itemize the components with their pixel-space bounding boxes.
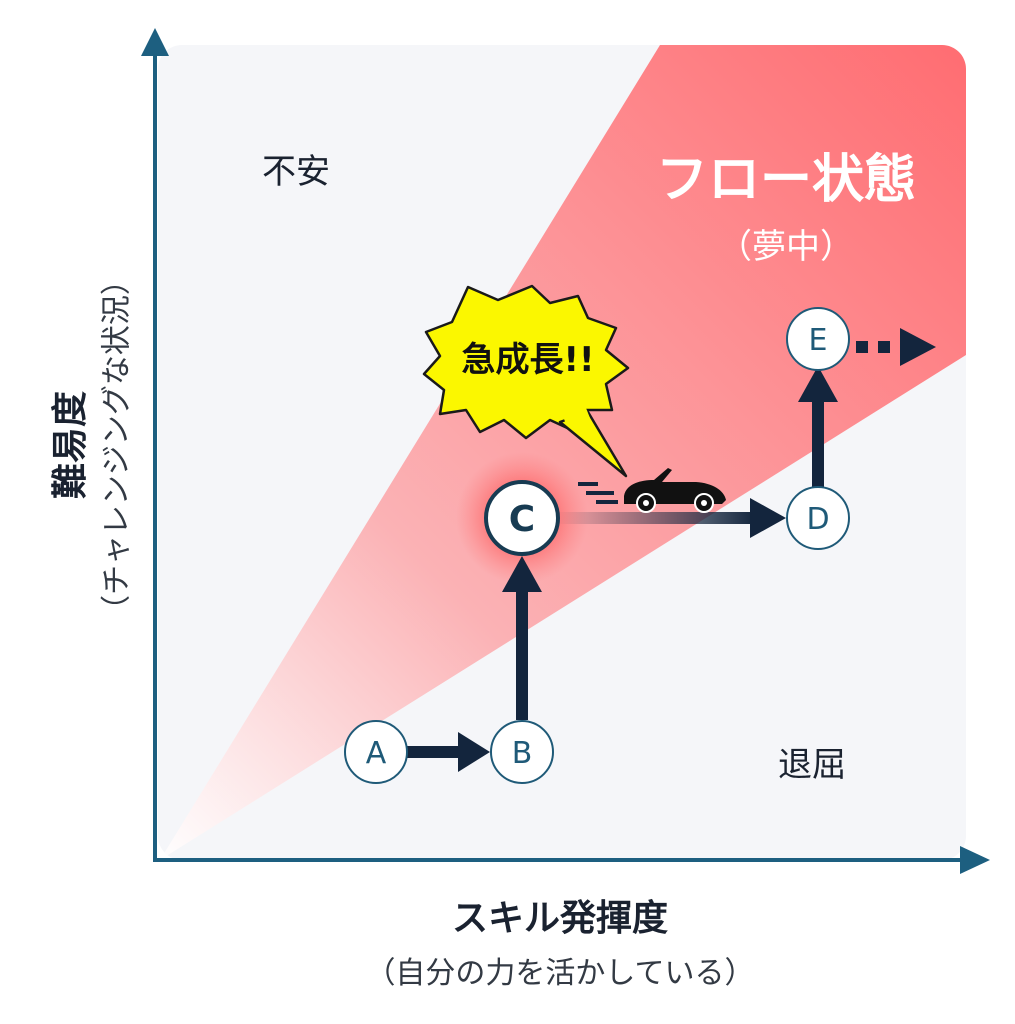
arrowhead-c-to-d [750,498,786,538]
flow-zone-band [160,45,966,860]
y-axis-title: 難易度 [50,391,91,499]
node-b-label: B [512,736,533,771]
node-d: D [786,486,850,550]
arrowhead-a-to-b [458,732,490,772]
node-b: B [490,720,554,784]
x-axis-title: スキル発揮度 [452,898,668,939]
node-a-label: A [366,736,387,771]
dot-1 [856,341,868,353]
node-e: E [786,307,850,371]
boredom-label: 退屈 [778,745,846,785]
growth-path [407,328,936,772]
node-c-label: C [509,499,535,540]
y-axis-arrowhead [141,28,169,56]
arrow-c-to-d-trail [556,512,756,524]
node-d-label: D [806,502,829,537]
dot-2 [878,341,890,353]
y-axis-subtitle: （チャレンジングな状況） [100,265,135,625]
axes [141,28,990,874]
arrowhead-b-to-c [502,556,542,592]
arrowhead-d-to-e [798,366,838,402]
growth-callout: 急成長!! [422,284,630,478]
node-a: A [344,720,408,784]
node-e-label: E [809,323,828,358]
flow-zone-title: フロー状態 [656,150,916,210]
x-axis-arrowhead [960,846,990,874]
callout-text: 急成長!! [461,340,594,380]
continuation-arrowhead [900,328,936,366]
anxiety-label: 不安 [262,152,330,192]
x-axis-subtitle: （自分の力を活かしている） [365,956,754,991]
flow-zone-subtitle: （夢中） [718,227,854,267]
node-c: C [484,480,560,556]
car-icon [578,468,726,513]
